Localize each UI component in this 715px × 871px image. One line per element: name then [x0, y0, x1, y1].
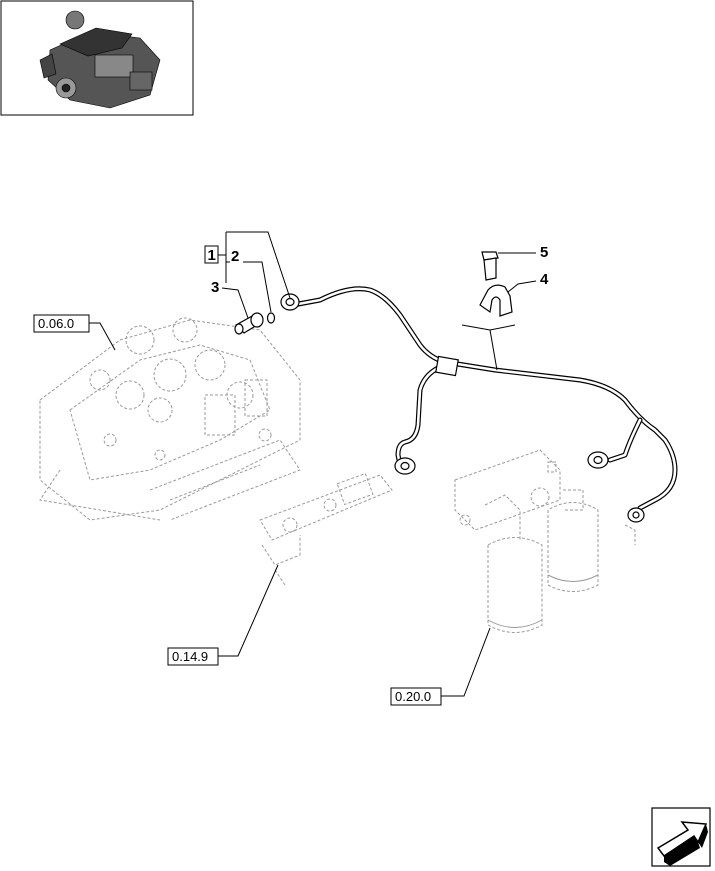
reference-fuel-rail[interactable]: 0.14.9 [167, 647, 219, 666]
callout-2-leader [243, 261, 272, 313]
callout-2[interactable]: 2 [231, 248, 239, 265]
reference-filter-leader [441, 627, 491, 697]
svg-text:2: 2 [231, 248, 239, 265]
reference-filter[interactable]: 0.20.0 [390, 687, 442, 706]
callout-3[interactable]: 3 [211, 279, 219, 296]
clamp-leader [489, 329, 498, 371]
svg-text:5: 5 [540, 244, 548, 261]
fuel-rail-ghost [259, 472, 393, 586]
callout-1[interactable]: 1 [204, 245, 219, 264]
reference-engine-leader [89, 322, 116, 351]
reference-engine-block[interactable]: 0.06.0 [33, 314, 90, 333]
engine-thumbnail[interactable] [0, 0, 194, 116]
next-page-arrow-icon[interactable] [651, 807, 711, 867]
clamp-part-4[interactable] [479, 284, 513, 317]
callout-4[interactable]: 4 [540, 271, 549, 288]
svg-text:0.06.0: 0.06.0 [38, 316, 74, 331]
o-ring-part-2[interactable] [266, 312, 276, 324]
engine-block-ghost [39, 317, 301, 521]
reference-rail-leader [218, 564, 279, 657]
svg-text:1: 1 [208, 247, 216, 264]
group-1-leader [218, 231, 291, 299]
fuel-pipe-assembly [280, 286, 678, 523]
bolt-part-5[interactable] [481, 251, 499, 281]
connector-part-3[interactable] [234, 312, 264, 335]
svg-text:0.14.9: 0.14.9 [172, 649, 208, 664]
clamp-indicator [461, 324, 516, 331]
callout-3-leader [221, 287, 249, 319]
callout-5[interactable]: 5 [540, 244, 548, 261]
svg-text:0.20.0: 0.20.0 [395, 689, 431, 704]
fuel-filter-ghost [454, 449, 636, 633]
svg-text:3: 3 [211, 279, 219, 296]
svg-text:4: 4 [540, 271, 549, 288]
callout-4-leader [507, 280, 537, 293]
